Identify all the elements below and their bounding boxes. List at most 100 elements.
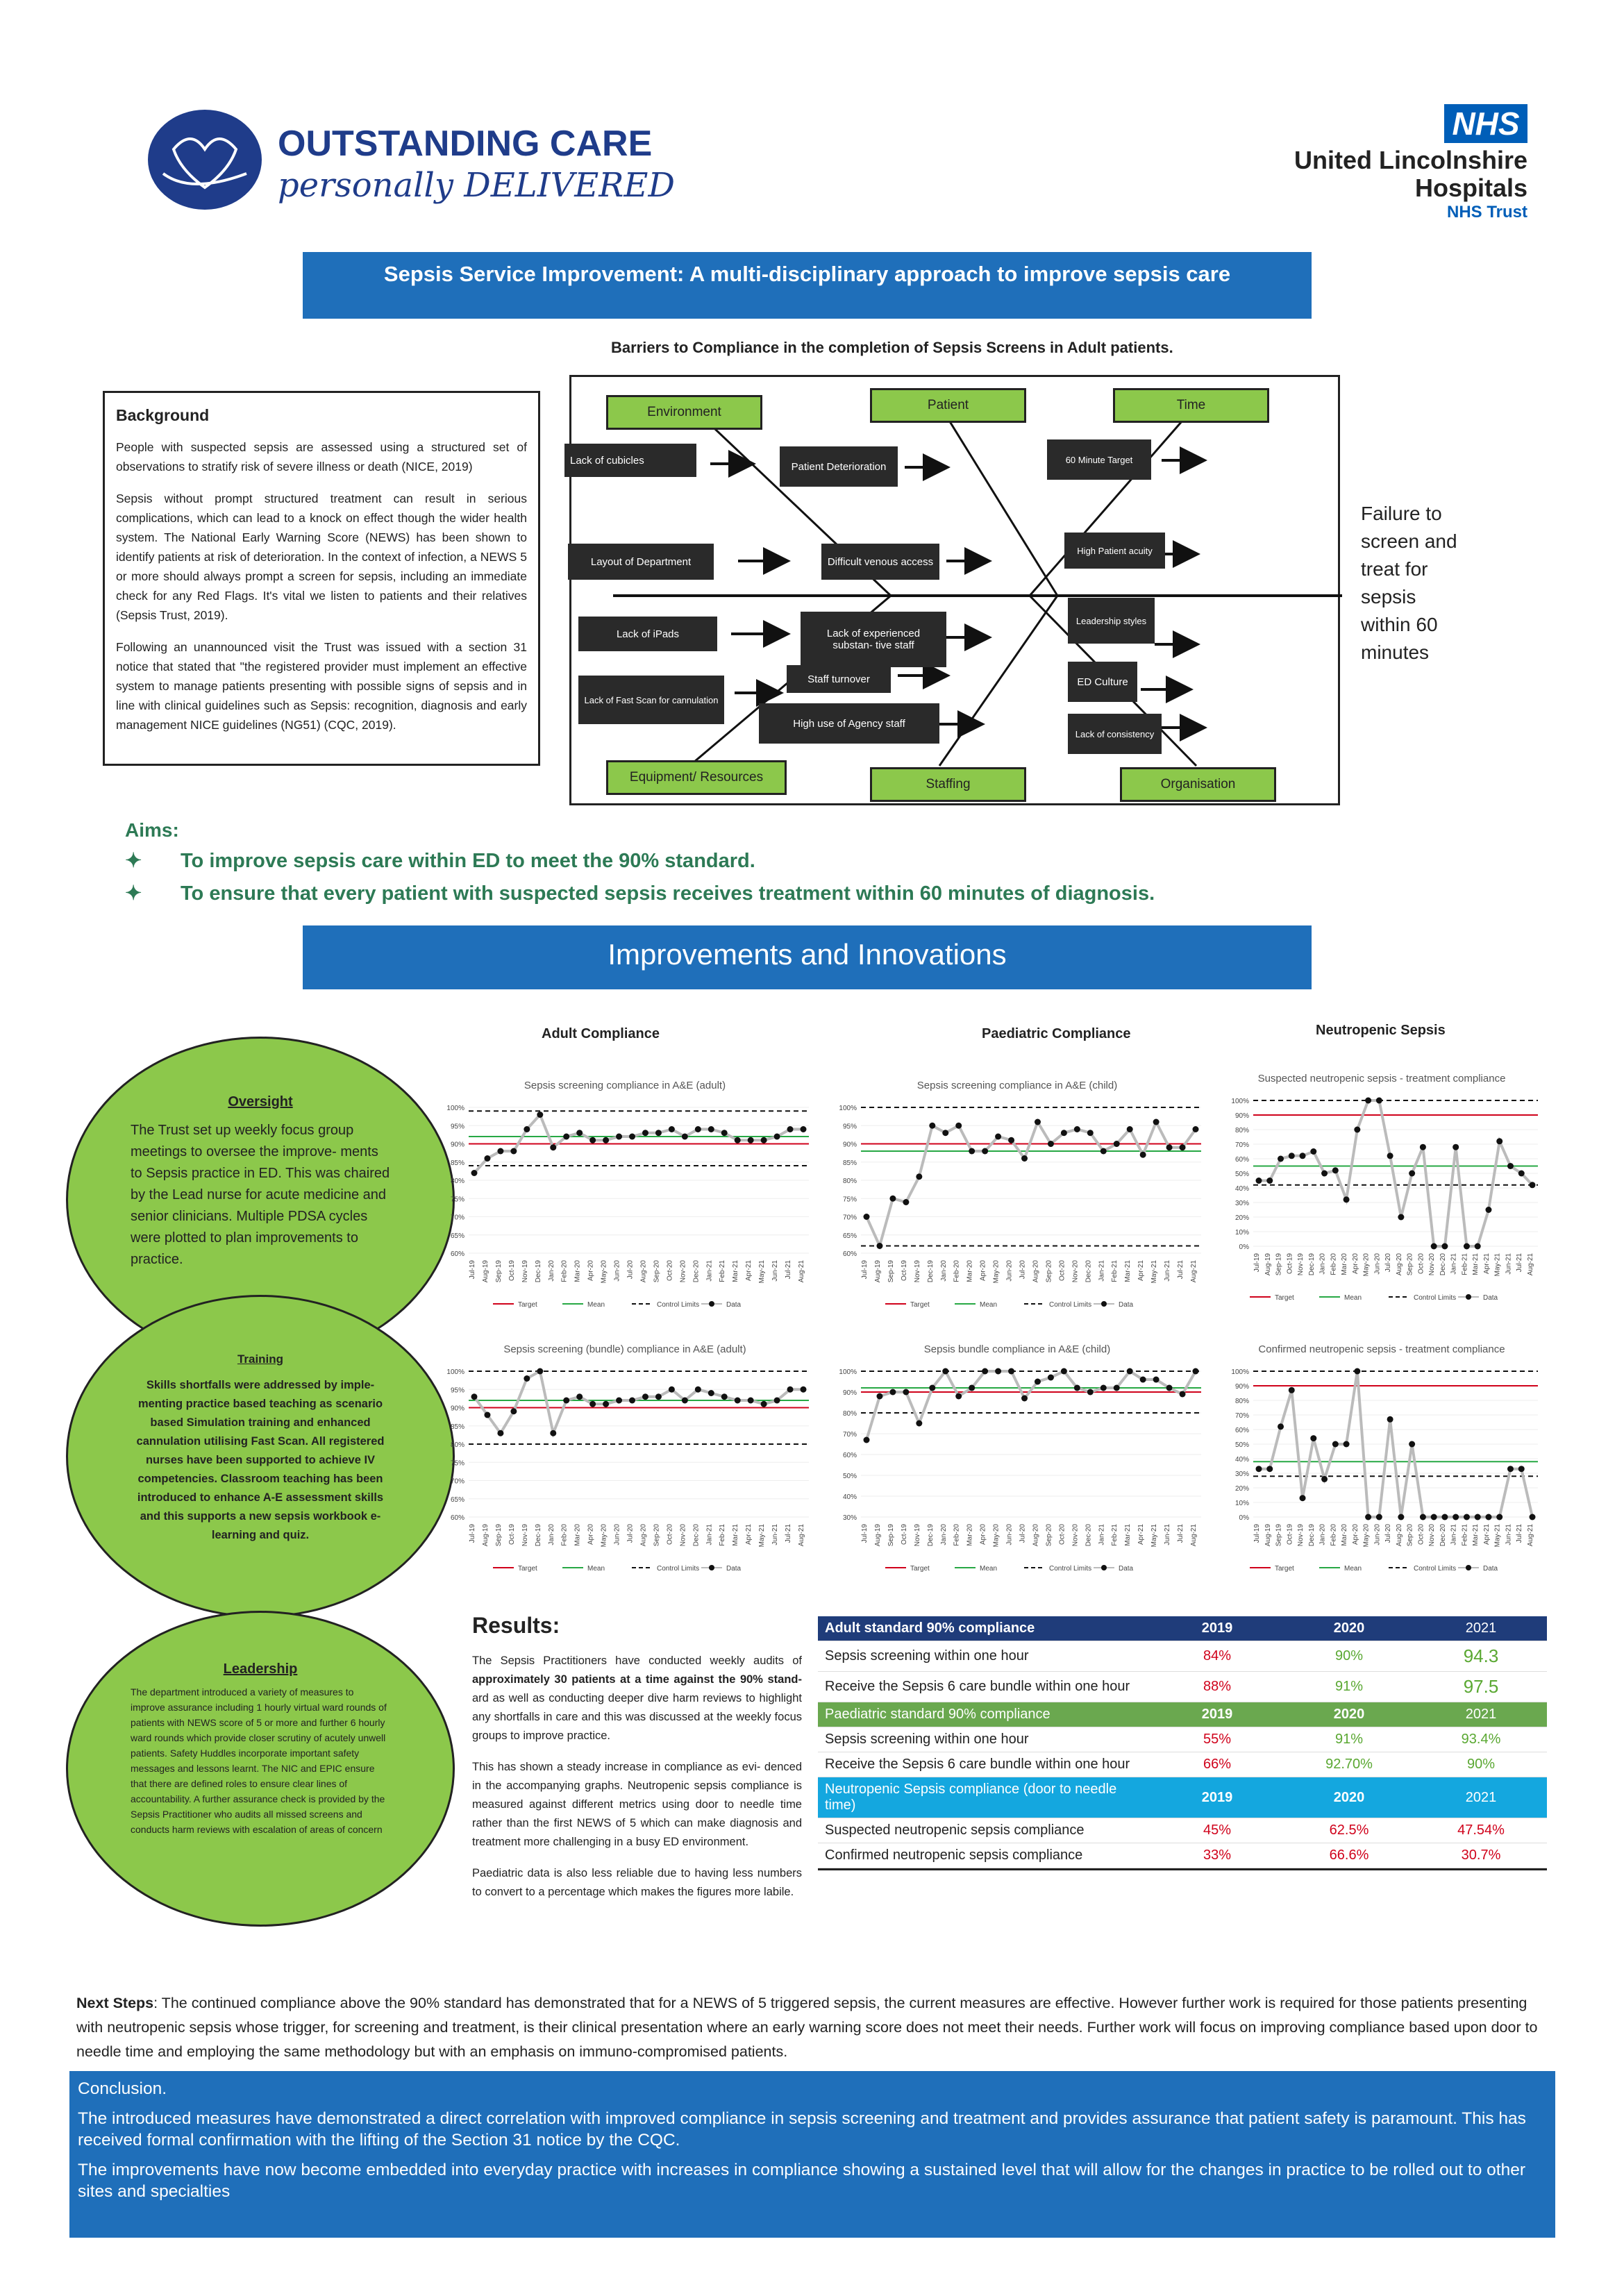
data-point xyxy=(916,1420,923,1427)
data-point xyxy=(1021,1395,1028,1402)
cell: 97.5 xyxy=(1415,1671,1547,1702)
x-tick-label: Aug-20 xyxy=(639,1260,647,1283)
legend-label: Mean xyxy=(587,1301,605,1309)
data-point xyxy=(800,1126,807,1132)
x-tick-label: Oct-20 xyxy=(1058,1524,1066,1545)
legend-label: Target xyxy=(1275,1565,1294,1573)
x-tick-label: Aug-21 xyxy=(798,1260,805,1283)
x-tick-label: Jun-20 xyxy=(1006,1260,1014,1282)
y-tick-label: 70% xyxy=(1235,1412,1249,1420)
x-tick-label: Mar-20 xyxy=(574,1524,582,1546)
data-point xyxy=(524,1375,530,1382)
y-tick-label: 100% xyxy=(1231,1098,1249,1105)
y-tick-label: 0% xyxy=(1239,1243,1250,1251)
data-point xyxy=(1288,1153,1295,1159)
aims-heading: Aims: xyxy=(125,819,179,841)
cause-lack-of-fast-scan: Lack of Fast Scan for cannulation xyxy=(578,676,724,724)
chart-title: Sepsis screening compliance in A&E (adul… xyxy=(524,1080,726,1091)
x-tick-label: Dec-20 xyxy=(1439,1524,1447,1547)
nhs-badge: NHS xyxy=(1444,104,1527,143)
x-tick-label: Mar-21 xyxy=(1124,1524,1132,1546)
logo: OUTSTANDING CARE personally DELIVERED xyxy=(146,108,743,212)
x-tick-label: Jun-21 xyxy=(1164,1524,1171,1545)
x-tick-label: Dec-19 xyxy=(927,1260,935,1283)
x-tick-label: Jan-21 xyxy=(705,1524,713,1545)
x-tick-label: Jan-20 xyxy=(940,1524,948,1545)
improvements-title: Improvements and Innovations xyxy=(608,938,1007,971)
x-tick-label: Aug-21 xyxy=(1190,1260,1198,1283)
data-point xyxy=(629,1397,636,1404)
data-point xyxy=(550,1430,557,1436)
data-point xyxy=(668,1126,675,1132)
data-point xyxy=(1387,1153,1393,1159)
x-tick-label: May-20 xyxy=(1363,1253,1371,1277)
data-point xyxy=(916,1173,923,1180)
x-tick-label: Jun-20 xyxy=(1006,1524,1014,1545)
data-point xyxy=(616,1397,623,1404)
heading-neutropenic-sepsis: Neutropenic Sepsis xyxy=(1316,1023,1446,1038)
x-tick-label: Oct-19 xyxy=(901,1524,908,1545)
oversight-heading: Oversight xyxy=(228,1094,293,1109)
data-point xyxy=(1179,1391,1186,1398)
data-point xyxy=(1343,1441,1350,1448)
data-point xyxy=(1166,1144,1173,1151)
x-tick-label: Sep-19 xyxy=(495,1524,503,1547)
cell: 91% xyxy=(1283,1727,1415,1752)
x-tick-label: Nov-19 xyxy=(914,1260,921,1283)
chart-title: Suspected neutropenic sepsis - treatment… xyxy=(1258,1073,1506,1084)
x-tick-label: Aug-19 xyxy=(874,1260,882,1283)
data-point xyxy=(903,1199,910,1205)
x-tick-label: Aug-19 xyxy=(482,1260,489,1283)
y-tick-label: 80% xyxy=(843,1410,857,1418)
data-point xyxy=(1087,1130,1094,1137)
data-point xyxy=(876,1393,883,1400)
category-organisation: Organisation xyxy=(1120,767,1276,802)
data-point xyxy=(1008,1368,1015,1375)
row-label: Receive the Sepsis 6 care bundle within … xyxy=(818,1671,1151,1702)
data-point xyxy=(787,1386,794,1393)
cell: 88% xyxy=(1151,1671,1283,1702)
data-point xyxy=(800,1386,807,1393)
data-point xyxy=(955,1393,962,1400)
data-point xyxy=(929,1384,936,1391)
chart-child-bundle: Sepsis bundle compliance in A&E (child)3… xyxy=(839,1343,1201,1573)
x-tick-label: Oct-20 xyxy=(666,1260,673,1281)
data-point xyxy=(1474,1243,1481,1250)
x-tick-label: Jan-21 xyxy=(1450,1524,1458,1545)
data-point xyxy=(668,1386,675,1393)
data-point xyxy=(655,1393,662,1400)
y-tick-label: 90% xyxy=(843,1389,857,1397)
year-2021: 2021 xyxy=(1415,1616,1547,1641)
x-tick-label: Jan-20 xyxy=(940,1260,948,1282)
x-tick-label: Aug-20 xyxy=(1032,1260,1039,1283)
data-point xyxy=(1008,1137,1015,1143)
y-tick-label: 70% xyxy=(1235,1141,1249,1149)
data-point xyxy=(1430,1514,1437,1520)
bullet-icon: ✦ xyxy=(125,882,142,905)
fishbone-effect: Failure to screen and treat for sepsis w… xyxy=(1361,503,1457,663)
data-point xyxy=(969,1384,976,1391)
y-tick-label: 75% xyxy=(451,1459,464,1467)
conclusion-heading: Conclusion. xyxy=(78,2079,167,2098)
data-series-line xyxy=(473,1368,803,1439)
data-point xyxy=(1409,1170,1416,1177)
heading-adult-compliance: Adult Compliance xyxy=(542,1026,660,1041)
y-tick-label: 100% xyxy=(839,1105,857,1112)
neutro-header: Neutropenic Sepsis compliance (door to n… xyxy=(818,1777,1151,1818)
x-tick-label: Aug-21 xyxy=(798,1524,805,1547)
data-point xyxy=(1255,1178,1262,1184)
background-p1: People with suspected sepsis are assesse… xyxy=(116,440,527,474)
year-2019: 2019 xyxy=(1151,1702,1283,1727)
cause-ed-culture: ED Culture xyxy=(1068,662,1137,702)
y-tick-label: 0% xyxy=(1239,1514,1250,1522)
data-point xyxy=(1153,1376,1160,1383)
data-point xyxy=(1529,1182,1536,1189)
x-tick-label: Jun-21 xyxy=(771,1524,779,1545)
x-tick-label: May-20 xyxy=(993,1524,1001,1548)
training-heading: Training xyxy=(237,1352,284,1366)
legend-label: Target xyxy=(910,1565,930,1573)
x-tick-label: Mar-21 xyxy=(1472,1253,1480,1275)
x-tick-label: Apr-21 xyxy=(1483,1524,1491,1545)
